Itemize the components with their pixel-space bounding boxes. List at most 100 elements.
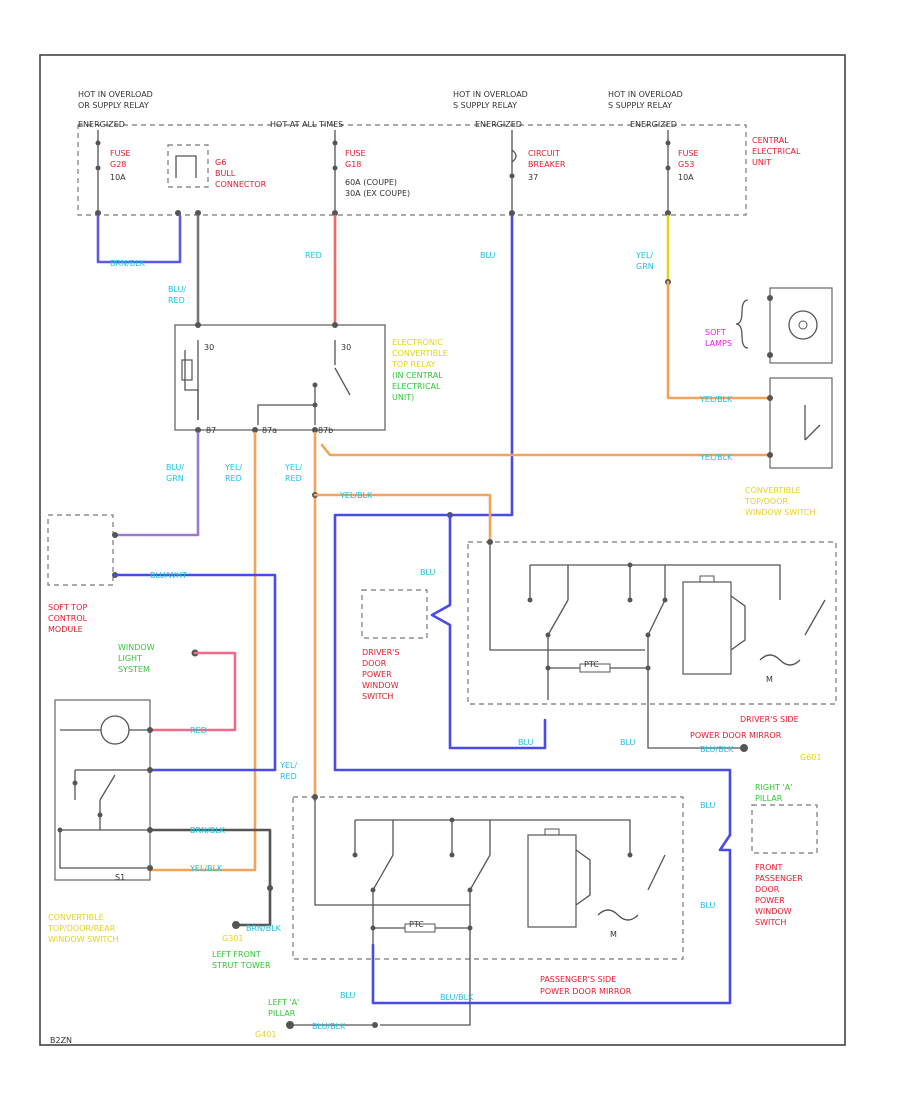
drivers-mirror-label-1: DRIVER'S SIDE — [740, 715, 799, 724]
conv-switch-label-2: TOP/DOOR — [744, 497, 788, 506]
drivers-mirror-box — [467, 541, 837, 705]
relay-pin-k2: 30 — [341, 343, 351, 352]
soft-top-module-label-1: SOFT TOP — [48, 603, 87, 612]
fuse2-line3: 60A (COUPE) — [345, 178, 397, 187]
hot-label-1-line1: HOT IN OVERLOAD — [78, 90, 153, 99]
wire-label-blu-mid: BLU — [620, 738, 636, 747]
relay-label-2: CONVERTIBLE — [392, 349, 448, 358]
pass-switch-label-1: FRONT — [755, 863, 782, 872]
wire-label-yel-blk-bot: YEL/BLK — [189, 864, 223, 873]
wire-label-blu-red-2: RED — [168, 296, 185, 305]
wire-label-blu-wht: BLU/WHT — [150, 571, 187, 580]
window-lamp-label-1: WINDOW — [118, 643, 155, 652]
drivers-switch-label-5: SWITCH — [362, 692, 393, 701]
wire-label-blu-blk3: BLU/BLK — [312, 1022, 346, 1031]
wire-blu-door — [430, 513, 547, 750]
wire-label-yel-grn-1: YEL/ — [635, 251, 653, 260]
left-switch-label-2: TOP/DOOR/REAR — [47, 924, 116, 933]
wire-label-yel-blk-a: YEL/BLK — [699, 453, 733, 462]
relay-pin-87a: 87a — [262, 426, 277, 435]
drivers-switch-label-3: POWER — [362, 670, 392, 679]
hot-label-1-line2: OR SUPPLY RELAY — [78, 101, 149, 110]
wire-label-blu-right1: BLU — [700, 801, 716, 810]
drivers-ptc: PTC — [584, 660, 599, 669]
pass-switch-label-3: DOOR — [755, 885, 780, 894]
wire-label-yel-grn-2: GRN — [636, 262, 654, 271]
fuse2-line1: FUSE — [345, 149, 366, 158]
wire-red-lamp — [148, 651, 237, 732]
convertible-top-relay — [174, 324, 386, 431]
pass-switch-label-5: WINDOW — [755, 907, 792, 916]
left-top-window-switch — [54, 699, 151, 881]
conv-switch-label-1: CONVERTIBLE — [745, 486, 801, 495]
wire-label-blu: BLU — [480, 251, 496, 260]
hot-label-2-line2: S SUPPLY RELAY — [453, 101, 517, 110]
fuse2-line2: G18 — [345, 160, 361, 169]
conv-switch-label-3: WINDOW SWITCH — [745, 508, 816, 517]
fuse2-line4: 30A (EX COUPE) — [345, 189, 410, 198]
wire-label-yel-red2-1: YEL/ — [284, 463, 302, 472]
relay-label-4: (IN CENTRAL — [392, 371, 443, 380]
wire-yel-blk-lamp — [666, 280, 772, 400]
wire-label-yel-red2-2: RED — [285, 474, 302, 483]
right-kick-label-2: PILLAR — [755, 794, 783, 803]
diagram-border — [39, 54, 846, 1046]
breaker-line3: 37 — [528, 173, 538, 182]
pass-switch-label-4: POWER — [755, 896, 785, 905]
breaker-line2: BREAKER — [528, 160, 566, 169]
wire-label-blu-grn-2: GRN — [166, 474, 184, 483]
hot-label-3-line2: S SUPPLY RELAY — [608, 101, 672, 110]
window-lamp-label-2: LIGHT — [118, 654, 142, 663]
drivers-mirror-label-2: POWER DOOR MIRROR — [690, 731, 782, 740]
conv-top-switch-box — [769, 377, 833, 469]
left-splice-label-1: LEFT FRONT — [212, 950, 261, 959]
wire-label-red: RED — [305, 251, 322, 260]
fuse3-line3: 10A — [678, 173, 694, 182]
wire-blu-pass — [371, 833, 732, 1005]
relay-pin-87: 87 — [206, 426, 216, 435]
wire-label-blu-door2: BLU — [518, 738, 534, 747]
wire-label-blu-right2: BLU — [700, 901, 716, 910]
front-passenger-window-switch — [751, 804, 818, 854]
wire-label-red-blk: RED — [190, 726, 207, 735]
corner-code: B2ZN — [50, 1036, 72, 1045]
wire-label-blu-blk2: BLU/BLK — [440, 993, 474, 1002]
left-switch-pin: S1 — [115, 873, 125, 882]
left-switch-label-3: WINDOW SWITCH — [48, 935, 119, 944]
conn-line3: CONNECTOR — [215, 180, 267, 189]
switch-lamp-icon — [100, 715, 130, 745]
passenger-mirror-box — [292, 796, 684, 960]
wire-brn-ground — [148, 828, 272, 927]
wire-yel-blk-b — [313, 493, 492, 542]
drivers-motor: M — [766, 675, 773, 684]
fuse1-line1: FUSE — [110, 149, 131, 158]
fuse3-line2: G53 — [678, 160, 694, 169]
wire-label-blu-blk: BLU/BLK — [700, 745, 734, 754]
lamp-label-1: SOFT — [705, 328, 726, 337]
wire-yel-red-1 — [148, 431, 257, 872]
right-kick-tag: G601 — [800, 753, 821, 762]
right-kick-label-1: RIGHT 'A' — [755, 783, 792, 792]
pass-ptc: PTC — [409, 920, 424, 929]
hot-at-all-times: HOT AT ALL TIMES — [270, 120, 343, 129]
left-splice-tag: G301 — [222, 934, 243, 943]
pass-mirror-label-2: POWER DOOR MIRROR — [540, 987, 632, 996]
relay-label-6: UNIT) — [392, 393, 414, 402]
cel-line2: ELECTRICAL — [752, 147, 801, 156]
wire-label-brn: BRN/BLK — [190, 826, 226, 835]
fuse1-line2: G28 — [110, 160, 126, 169]
left-a-tag: G401 — [255, 1030, 276, 1039]
left-a-label-1: LEFT 'A' — [268, 998, 299, 1007]
hot-label-2-line1: HOT IN OVERLOAD — [453, 90, 528, 99]
relay-pin-87b: 87b — [318, 426, 333, 435]
wire-label-yel-blk-lamp: YEL/BLK — [699, 395, 733, 404]
relay-label-5: ELECTRICAL — [392, 382, 441, 391]
wire-label-yel-mid-1: YEL/ — [279, 761, 297, 770]
wire-label-brn2: BRN/BLK — [246, 924, 282, 933]
pass-motor: M — [610, 930, 617, 939]
lamp-label-2: LAMPS — [705, 339, 732, 348]
pass-switch-label-2: PASSENGER — [755, 874, 803, 883]
fuse3-line1: FUSE — [678, 149, 699, 158]
lamp-bulb-icon — [788, 310, 818, 340]
wire-label-blu-grn-1: BLU/ — [166, 463, 184, 472]
